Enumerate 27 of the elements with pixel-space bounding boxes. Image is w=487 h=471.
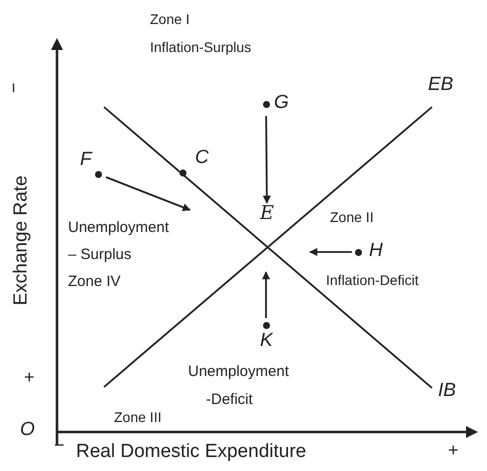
chart-label: Zone IV [68,274,121,290]
point-label: H [369,241,383,262]
chart-label: Inflation-Surplus [150,40,252,56]
axis-label: Exchange Rate [12,174,32,305]
chart-label: + [448,441,459,461]
point-label: E [260,203,274,224]
chart-label: – Surplus [68,247,132,264]
chart-label: Real Domestic Expenditure [76,442,306,463]
chart-label: + [24,368,35,388]
chart-label: Zone II [330,210,374,226]
chart-label: IB [438,381,456,402]
chart-label: Zone I [150,12,190,28]
chart-label: Inflation-Deficit [326,273,419,288]
chart-label: O [20,420,35,441]
point-label: F [80,150,92,171]
chart-label: Zone III [114,410,162,426]
axis-label: − [4,82,24,94]
point-label: K [260,331,273,352]
chart-label: Unemployment [68,220,169,236]
arrow [262,116,271,204]
chart-label: C [195,148,209,169]
chart-label: EB [428,75,454,96]
arrow [106,176,191,212]
arrow [262,271,270,318]
arrow [309,248,352,256]
chart-label: -Deficit [206,392,253,408]
point-label: G [274,93,289,114]
